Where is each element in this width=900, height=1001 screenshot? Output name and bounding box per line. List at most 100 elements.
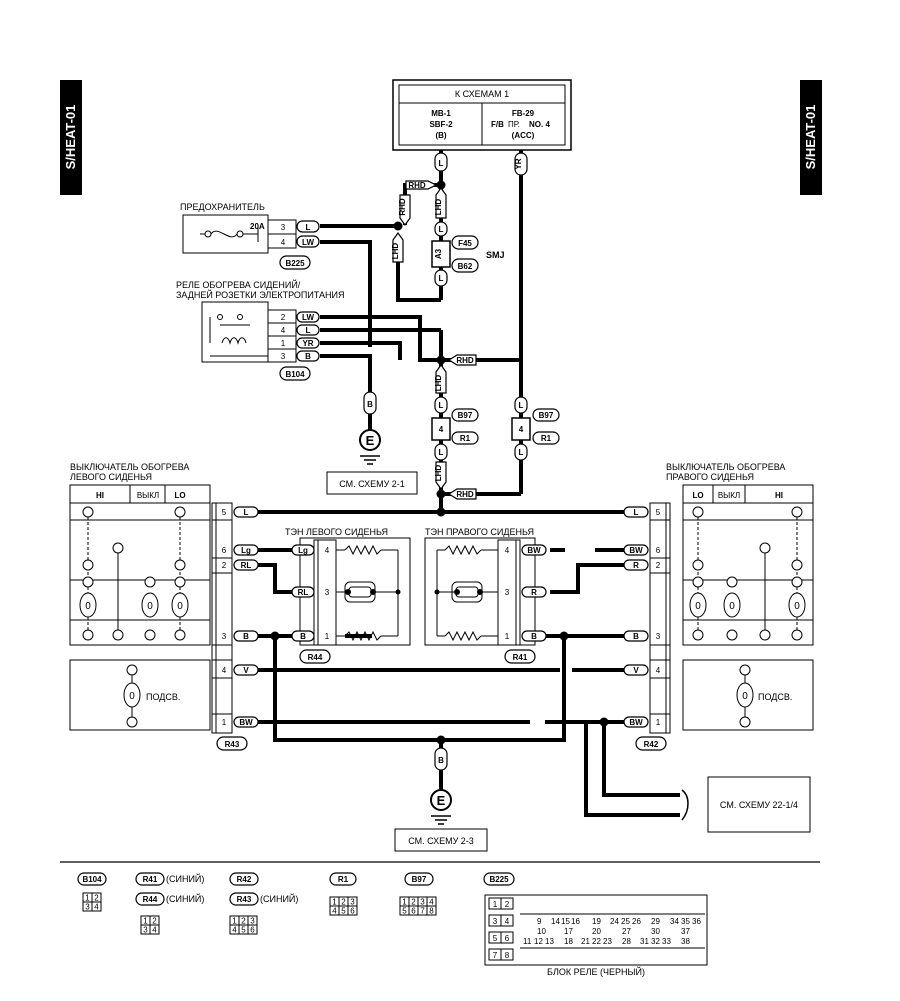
svg-text:5: 5: [341, 907, 346, 916]
svg-text:32: 32: [651, 937, 660, 946]
svg-text:1: 1: [232, 917, 237, 926]
svg-text:YR: YR: [302, 339, 313, 348]
svg-text:L: L: [519, 448, 524, 457]
fuse: ПРЕДОХРАНИТЕЛЬ 20A 3 4 L LW B225: [180, 202, 320, 270]
svg-text:15: 15: [561, 917, 570, 926]
svg-text:LHD: LHD: [434, 375, 443, 392]
svg-text:23: 23: [603, 937, 612, 946]
svg-text:(СИНИЙ): (СИНИЙ): [166, 873, 204, 884]
svg-text:B62: B62: [458, 262, 473, 271]
side-tab-left: S/HEAT-01: [60, 80, 82, 195]
svg-text:R1: R1: [541, 434, 552, 443]
svg-text:35: 35: [681, 917, 690, 926]
svg-text:33: 33: [662, 937, 671, 946]
svg-text:NO. 4: NO. 4: [529, 120, 550, 129]
svg-text:R43: R43: [225, 740, 240, 749]
connector-legend: B104 1 2 3 4 R41 (СИНИЙ) R44 (СИНИЙ) 1 2…: [77, 872, 708, 977]
svg-text:ЛЕВОГО СИДЕНЬЯ: ЛЕВОГО СИДЕНЬЯ: [70, 472, 152, 482]
svg-text:4: 4: [232, 926, 237, 935]
right-seat-switch: ВЫКЛЮЧАТЕЛЬ ОБОГРЕВА ПРАВОГО СИДЕНЬЯ LO …: [623, 462, 814, 751]
svg-text:HI: HI: [775, 491, 783, 500]
svg-text:V: V: [243, 666, 249, 675]
svg-text:24: 24: [610, 917, 619, 926]
svg-text:(СИНИЙ): (СИНИЙ): [260, 893, 298, 904]
svg-text:21: 21: [581, 937, 590, 946]
svg-text:31: 31: [640, 937, 649, 946]
svg-text:8: 8: [429, 907, 434, 916]
svg-text:V: V: [633, 666, 639, 675]
ground-bottom: B E СМ. СХЕМУ 2-3: [394, 747, 488, 852]
smj-connector: L A3 L F45 B62 SMJ: [431, 221, 505, 287]
svg-text:ПОДСВ.: ПОДСВ.: [758, 692, 792, 702]
svg-text:10: 10: [537, 927, 546, 936]
power-source-box: К СХЕМАМ 1 MB-1 SBF-2 (B) FB-29 F/B ПР. …: [392, 79, 572, 151]
svg-text:B: B: [633, 632, 639, 641]
svg-text:1: 1: [85, 894, 90, 903]
svg-text:LW: LW: [302, 313, 314, 322]
svg-text:1: 1: [332, 898, 337, 907]
svg-text:4: 4: [332, 907, 337, 916]
see-scheme-22: СМ. СХЕМУ 22-1/4: [681, 776, 811, 833]
svg-text:B97: B97: [539, 411, 554, 420]
svg-text:28: 28: [622, 937, 631, 946]
svg-text:RHD: RHD: [408, 181, 426, 190]
svg-text:2: 2: [411, 898, 416, 907]
svg-text:MB-1: MB-1: [431, 109, 451, 118]
svg-text:R44: R44: [308, 653, 323, 662]
svg-text:3: 3: [656, 632, 661, 641]
svg-text:2: 2: [222, 561, 227, 570]
left-seat-switch: ВЫКЛЮЧАТЕЛЬ ОБОГРЕВА ЛЕВОГО СИДЕНЬЯ HI В…: [69, 462, 259, 751]
svg-text:СМ. СХЕМУ 2-1: СМ. СХЕМУ 2-1: [339, 479, 405, 489]
svg-text:4: 4: [429, 898, 434, 907]
svg-text:L: L: [306, 326, 311, 335]
svg-text:22: 22: [592, 937, 601, 946]
svg-text:LHD: LHD: [434, 465, 443, 482]
svg-text:LO: LO: [692, 491, 703, 500]
svg-text:LW: LW: [302, 238, 314, 247]
svg-text:R41: R41: [513, 653, 528, 662]
svg-text:5: 5: [402, 907, 407, 916]
svg-text:R42: R42: [644, 740, 659, 749]
svg-text:3: 3: [222, 632, 227, 641]
svg-text:B225: B225: [489, 875, 509, 884]
svg-text:S/HEAT-01: S/HEAT-01: [803, 105, 818, 170]
svg-text:2: 2: [94, 894, 99, 903]
svg-text:6: 6: [656, 546, 661, 555]
svg-text:R: R: [531, 588, 537, 597]
svg-text:0: 0: [85, 601, 91, 612]
svg-text:29: 29: [651, 917, 660, 926]
svg-text:8: 8: [505, 951, 510, 960]
svg-text:3: 3: [350, 898, 355, 907]
svg-text:RL: RL: [241, 561, 252, 570]
svg-text:L: L: [306, 223, 311, 232]
svg-text:ЗАДНЕЙ РОЗЕТКИ ЭЛЕКТРОПИТАНИЯ: ЗАДНЕЙ РОЗЕТКИ ЭЛЕКТРОПИТАНИЯ: [176, 289, 345, 300]
svg-text:1: 1: [656, 718, 661, 727]
svg-text:ТЭН ЛЕВОГО СИДЕНЬЯ: ТЭН ЛЕВОГО СИДЕНЬЯ: [285, 527, 388, 537]
svg-text:ВЫКЛ: ВЫКЛ: [718, 491, 740, 500]
svg-text:0: 0: [742, 691, 748, 702]
svg-text:1: 1: [325, 632, 330, 641]
svg-text:2: 2: [241, 917, 246, 926]
svg-text:7: 7: [420, 907, 425, 916]
svg-text:F45: F45: [458, 239, 472, 248]
svg-text:0: 0: [794, 601, 800, 612]
svg-text:R41: R41: [143, 875, 158, 884]
svg-text:(ACC): (ACC): [512, 131, 535, 140]
svg-text:E: E: [437, 793, 446, 808]
svg-text:18: 18: [564, 937, 573, 946]
svg-text:3: 3: [493, 917, 498, 926]
svg-text:38: 38: [681, 937, 690, 946]
svg-text:ПР.: ПР.: [508, 120, 520, 129]
svg-text:6: 6: [250, 926, 255, 935]
svg-text:37: 37: [681, 927, 690, 936]
svg-text:BW: BW: [239, 718, 253, 727]
svg-text:4: 4: [519, 425, 524, 434]
svg-text:HI: HI: [96, 491, 104, 500]
svg-text:BW: BW: [527, 546, 541, 555]
svg-text:ВЫКЛЮЧАТЕЛЬ ОБОГРЕВА: ВЫКЛЮЧАТЕЛЬ ОБОГРЕВА: [666, 462, 785, 472]
svg-text:27: 27: [622, 927, 631, 936]
svg-text:B: B: [300, 632, 306, 641]
svg-text:5: 5: [241, 926, 246, 935]
svg-text:B104: B104: [82, 875, 102, 884]
